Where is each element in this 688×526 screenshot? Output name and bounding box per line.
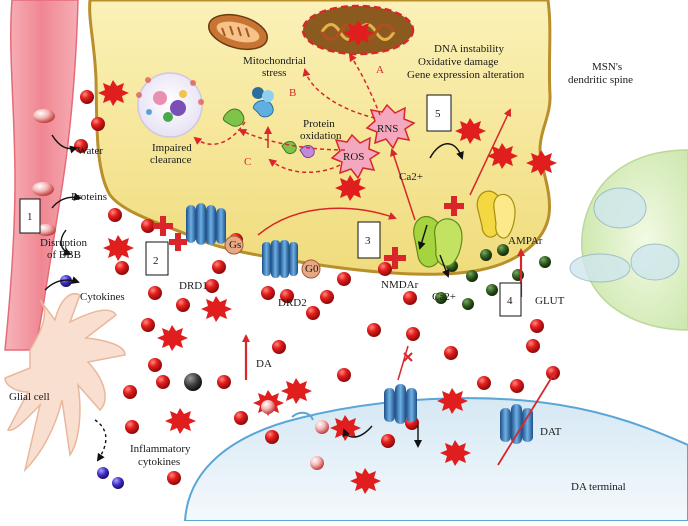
letter-b: B [289, 87, 296, 99]
ca-upper-label: Ca2+ [399, 171, 423, 183]
cytokine-molecules [60, 275, 124, 489]
water-label: Water [77, 145, 103, 157]
msn-label: MSN's [592, 61, 622, 73]
ca-lower-label: Ca2+ [432, 291, 456, 303]
nmdar-label: NMDAr [381, 279, 419, 291]
box-4-label: 4 [507, 295, 513, 307]
ampar-receptor [476, 190, 516, 239]
letter-a: A [376, 64, 384, 76]
inflammatory-label: Inflammatory [130, 443, 191, 455]
dat-transporter [500, 404, 533, 444]
oxidative-damage-label: Oxidative damage [418, 56, 498, 68]
dopamine-molecules [74, 90, 560, 485]
cleft-arrows [242, 248, 557, 466]
rns-label: RNS [377, 123, 398, 135]
drd1-label: DRD1 [179, 280, 208, 292]
box-2-label: 2 [153, 255, 159, 267]
box-3-label: 3 [365, 235, 371, 247]
spine-arrows [193, 53, 512, 236]
dat-label: DAT [540, 426, 562, 438]
numbered-boxes [19, 94, 522, 317]
proteins-label: Proteins [71, 191, 107, 203]
misfolded-proteins [222, 87, 315, 159]
glial-cell [4, 293, 126, 473]
box-1-label: 1 [27, 211, 33, 223]
drd2-receptor [262, 240, 321, 279]
glutamatergic-terminal [569, 149, 688, 331]
nmdar-receptor [413, 216, 463, 268]
cytokines-label: Cytokines [80, 291, 125, 303]
black-curved-arrow [429, 143, 464, 160]
da-terminal-label: DA terminal [571, 481, 626, 493]
gs-label: Gs [229, 239, 241, 251]
drd2-label: DRD2 [278, 297, 307, 309]
da-label: DA [256, 358, 272, 370]
red-plus-signs [153, 196, 464, 269]
letter-c: C [244, 156, 251, 168]
oxidation-label: oxidation [300, 130, 342, 142]
grey-molecule [184, 373, 202, 391]
da-terminal [183, 397, 688, 522]
ros-burst [330, 133, 381, 180]
inflammatory-cytokines-label: cytokines [138, 456, 180, 468]
dendritic-spine-label: dendritic spine [568, 74, 633, 86]
red-stars [98, 20, 557, 494]
impaired-label: Impaired [152, 142, 192, 154]
clearance-label: clearance [150, 154, 192, 166]
vesicle-fusion [291, 411, 314, 421]
ros-label: ROS [343, 151, 364, 163]
stress-label: stress [262, 67, 286, 79]
glial-cell-label: Glial cell [9, 391, 50, 403]
lysosome [136, 72, 204, 138]
glut-label: GLUT [535, 295, 565, 307]
mitochondrion [207, 13, 269, 51]
blocked-cross [403, 352, 413, 362]
gene-expression-label: Gene expression alteration [407, 69, 525, 81]
black-arrows [44, 134, 450, 462]
disruption-label: Disruption [40, 237, 88, 249]
mitochondrial-label: Mitochondrial [243, 55, 306, 67]
g0-label: G0 [305, 263, 319, 275]
box-5-label: 5 [435, 108, 441, 120]
dna-instability-label: DNA instability [434, 43, 504, 55]
protein-label: Protein [303, 118, 335, 130]
autoreceptor [384, 384, 417, 424]
ampar-label: AMPAr [508, 235, 543, 247]
bbb-label: of BBB [47, 249, 81, 261]
vesicle-dopamine [261, 400, 329, 470]
drd1-receptor [186, 203, 244, 255]
